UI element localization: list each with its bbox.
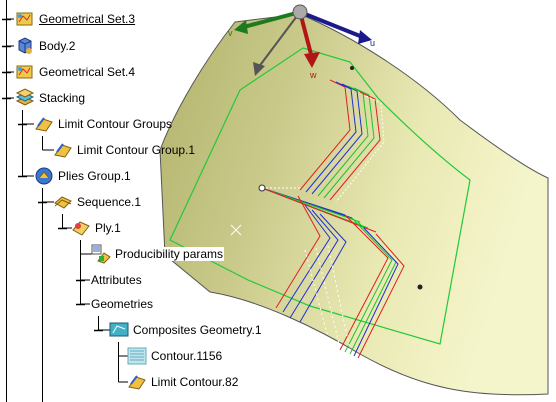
tree-toggle-collapse[interactable] bbox=[75, 275, 86, 286]
composites-geometry-icon bbox=[108, 319, 130, 341]
tree-node-contour-1156[interactable]: Contour.1156 bbox=[126, 345, 223, 367]
axis-w-label: w bbox=[309, 70, 317, 80]
tree-node-plies-group-1[interactable]: Plies Group.1 bbox=[33, 165, 132, 187]
tree-node-label: Sequence.1 bbox=[77, 195, 142, 209]
tree-node-label: Limit Contour.82 bbox=[151, 375, 239, 389]
vertex-point[interactable] bbox=[417, 284, 423, 290]
tree-node-label: Plies Group.1 bbox=[58, 169, 131, 183]
tree-node-limit-contour-groups[interactable]: Limit Contour Groups bbox=[33, 113, 173, 135]
tree-node-label: Geometrical Set.3 bbox=[39, 12, 136, 26]
compass-triad[interactable]: v u w bbox=[228, 4, 375, 80]
tree-node-label: Limit Contour Group.1 bbox=[77, 143, 196, 157]
tree-toggle-collapse[interactable] bbox=[57, 223, 68, 234]
axis-v-label: v bbox=[228, 28, 233, 38]
tree-toggle-collapse[interactable] bbox=[17, 119, 28, 130]
vertex-point[interactable] bbox=[350, 66, 354, 70]
tree-node-limit-contour-group-1[interactable]: Limit Contour Group.1 bbox=[52, 139, 196, 161]
tree-node-ply-1[interactable]: Ply.1 bbox=[70, 217, 122, 239]
tree-node-producibility-params[interactable]: Producibility params bbox=[90, 243, 225, 265]
sequence-icon bbox=[52, 191, 74, 213]
geometrical-set-icon bbox=[14, 61, 36, 83]
tree-node-label: Stacking bbox=[39, 91, 86, 105]
tree-node-label: Attributes bbox=[90, 273, 143, 287]
cursor-crosshair bbox=[230, 224, 242, 236]
tree-node-composites-geometry-1[interactable]: Composites Geometry.1 bbox=[108, 319, 263, 341]
ply-upper-stripes bbox=[299, 79, 385, 203]
tree-toggle-collapse[interactable] bbox=[1, 14, 12, 25]
tree-node-label: Body.2 bbox=[39, 39, 76, 53]
ply-icon bbox=[70, 217, 92, 239]
tree-node-geometrical-set-3[interactable]: Geometrical Set.3 bbox=[14, 8, 136, 30]
tree-node-label: Geometrical Set.4 bbox=[39, 65, 136, 79]
limit-contour-icon bbox=[126, 371, 148, 393]
tree-node-geometrical-set-4[interactable]: Geometrical Set.4 bbox=[14, 61, 136, 83]
stacking-icon bbox=[14, 87, 36, 109]
axis-u-label: u bbox=[370, 38, 375, 48]
ply-boundary[interactable] bbox=[169, 47, 471, 345]
tree-toggle-collapse[interactable] bbox=[93, 325, 104, 336]
limit-contour-group-icon bbox=[52, 139, 74, 161]
contour-icon bbox=[126, 345, 148, 367]
tree-node-label: Ply.1 bbox=[95, 221, 121, 235]
tree-node-stacking[interactable]: Stacking bbox=[14, 87, 86, 109]
tree-node-geometries[interactable]: Geometries bbox=[90, 293, 155, 315]
tree-toggle-collapse[interactable] bbox=[75, 299, 86, 310]
geometrical-set-icon bbox=[14, 8, 36, 30]
body-icon bbox=[14, 35, 36, 57]
limit-contour-groups-icon bbox=[33, 113, 55, 135]
tree-node-label: Limit Contour Groups bbox=[58, 117, 173, 131]
ply-lower-stripes bbox=[275, 195, 405, 359]
tree-node-limit-contour-82[interactable]: Limit Contour.82 bbox=[126, 371, 239, 393]
producibility-params-icon bbox=[90, 243, 112, 265]
plies-group-icon bbox=[33, 165, 55, 187]
tree-node-label: Geometries bbox=[90, 297, 155, 311]
ply-diagonal bbox=[261, 187, 377, 233]
tree-node-label: Contour.1156 bbox=[151, 349, 223, 363]
tree-toggle-collapse[interactable] bbox=[1, 41, 12, 52]
tree-toggle-collapse[interactable] bbox=[1, 93, 12, 104]
tree-node-label: Composites Geometry.1 bbox=[133, 323, 262, 337]
tree-toggle-collapse[interactable] bbox=[17, 171, 28, 182]
tree-node-label: Producibility params bbox=[114, 247, 225, 261]
vertex-point[interactable] bbox=[258, 184, 266, 192]
tree-node-attributes[interactable]: Attributes bbox=[90, 269, 143, 291]
tree-toggle-collapse[interactable] bbox=[37, 197, 48, 208]
composite-surface[interactable] bbox=[159, 13, 549, 396]
tree-node-body-2[interactable]: Body.2 bbox=[14, 35, 76, 57]
tree-node-sequence-1[interactable]: Sequence.1 bbox=[52, 191, 142, 213]
tree-toggle-collapse[interactable] bbox=[1, 67, 12, 78]
